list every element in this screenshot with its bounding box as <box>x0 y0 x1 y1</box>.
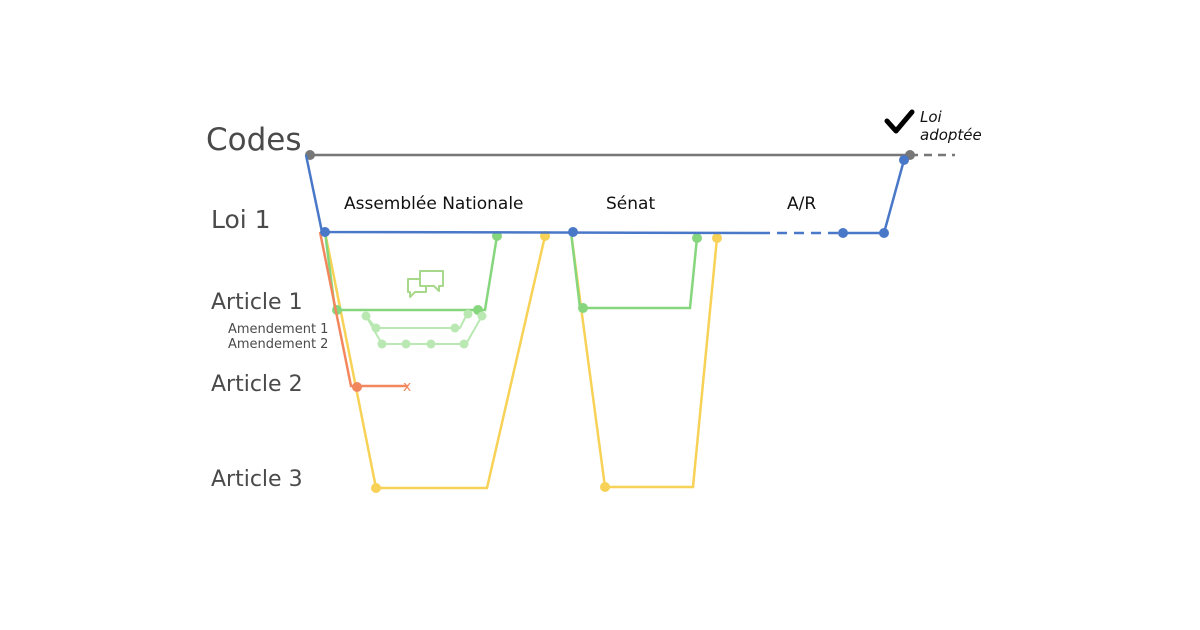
phase-label-senat: Sénat <box>606 194 656 214</box>
status-line1: Loi <box>920 108 942 126</box>
phase-label-ar: A/R <box>787 194 817 214</box>
row-label-amendement1: Amendement 1 <box>228 322 329 337</box>
codes-track <box>305 150 955 160</box>
status-line2: adoptée <box>920 126 982 144</box>
row-label-loi: Loi 1 <box>211 205 271 234</box>
row-label-amendement2: Amendement 2 <box>228 337 329 352</box>
row-label-article3: Article 3 <box>211 467 303 492</box>
article3-track <box>323 231 719 490</box>
status-adopted: Loi adoptée <box>920 108 982 144</box>
article2-track <box>318 231 408 388</box>
phase-label-assemblee: Assemblée Nationale <box>344 194 524 214</box>
article1-track <box>323 231 699 312</box>
checkmark-icon <box>884 109 915 134</box>
chat-bubbles-icon <box>407 270 444 298</box>
row-label-article2: Article 2 <box>211 372 303 397</box>
row-label-codes: Codes <box>206 122 302 158</box>
rejected-mark: x <box>403 379 411 395</box>
row-label-article1: Article 1 <box>211 290 303 315</box>
